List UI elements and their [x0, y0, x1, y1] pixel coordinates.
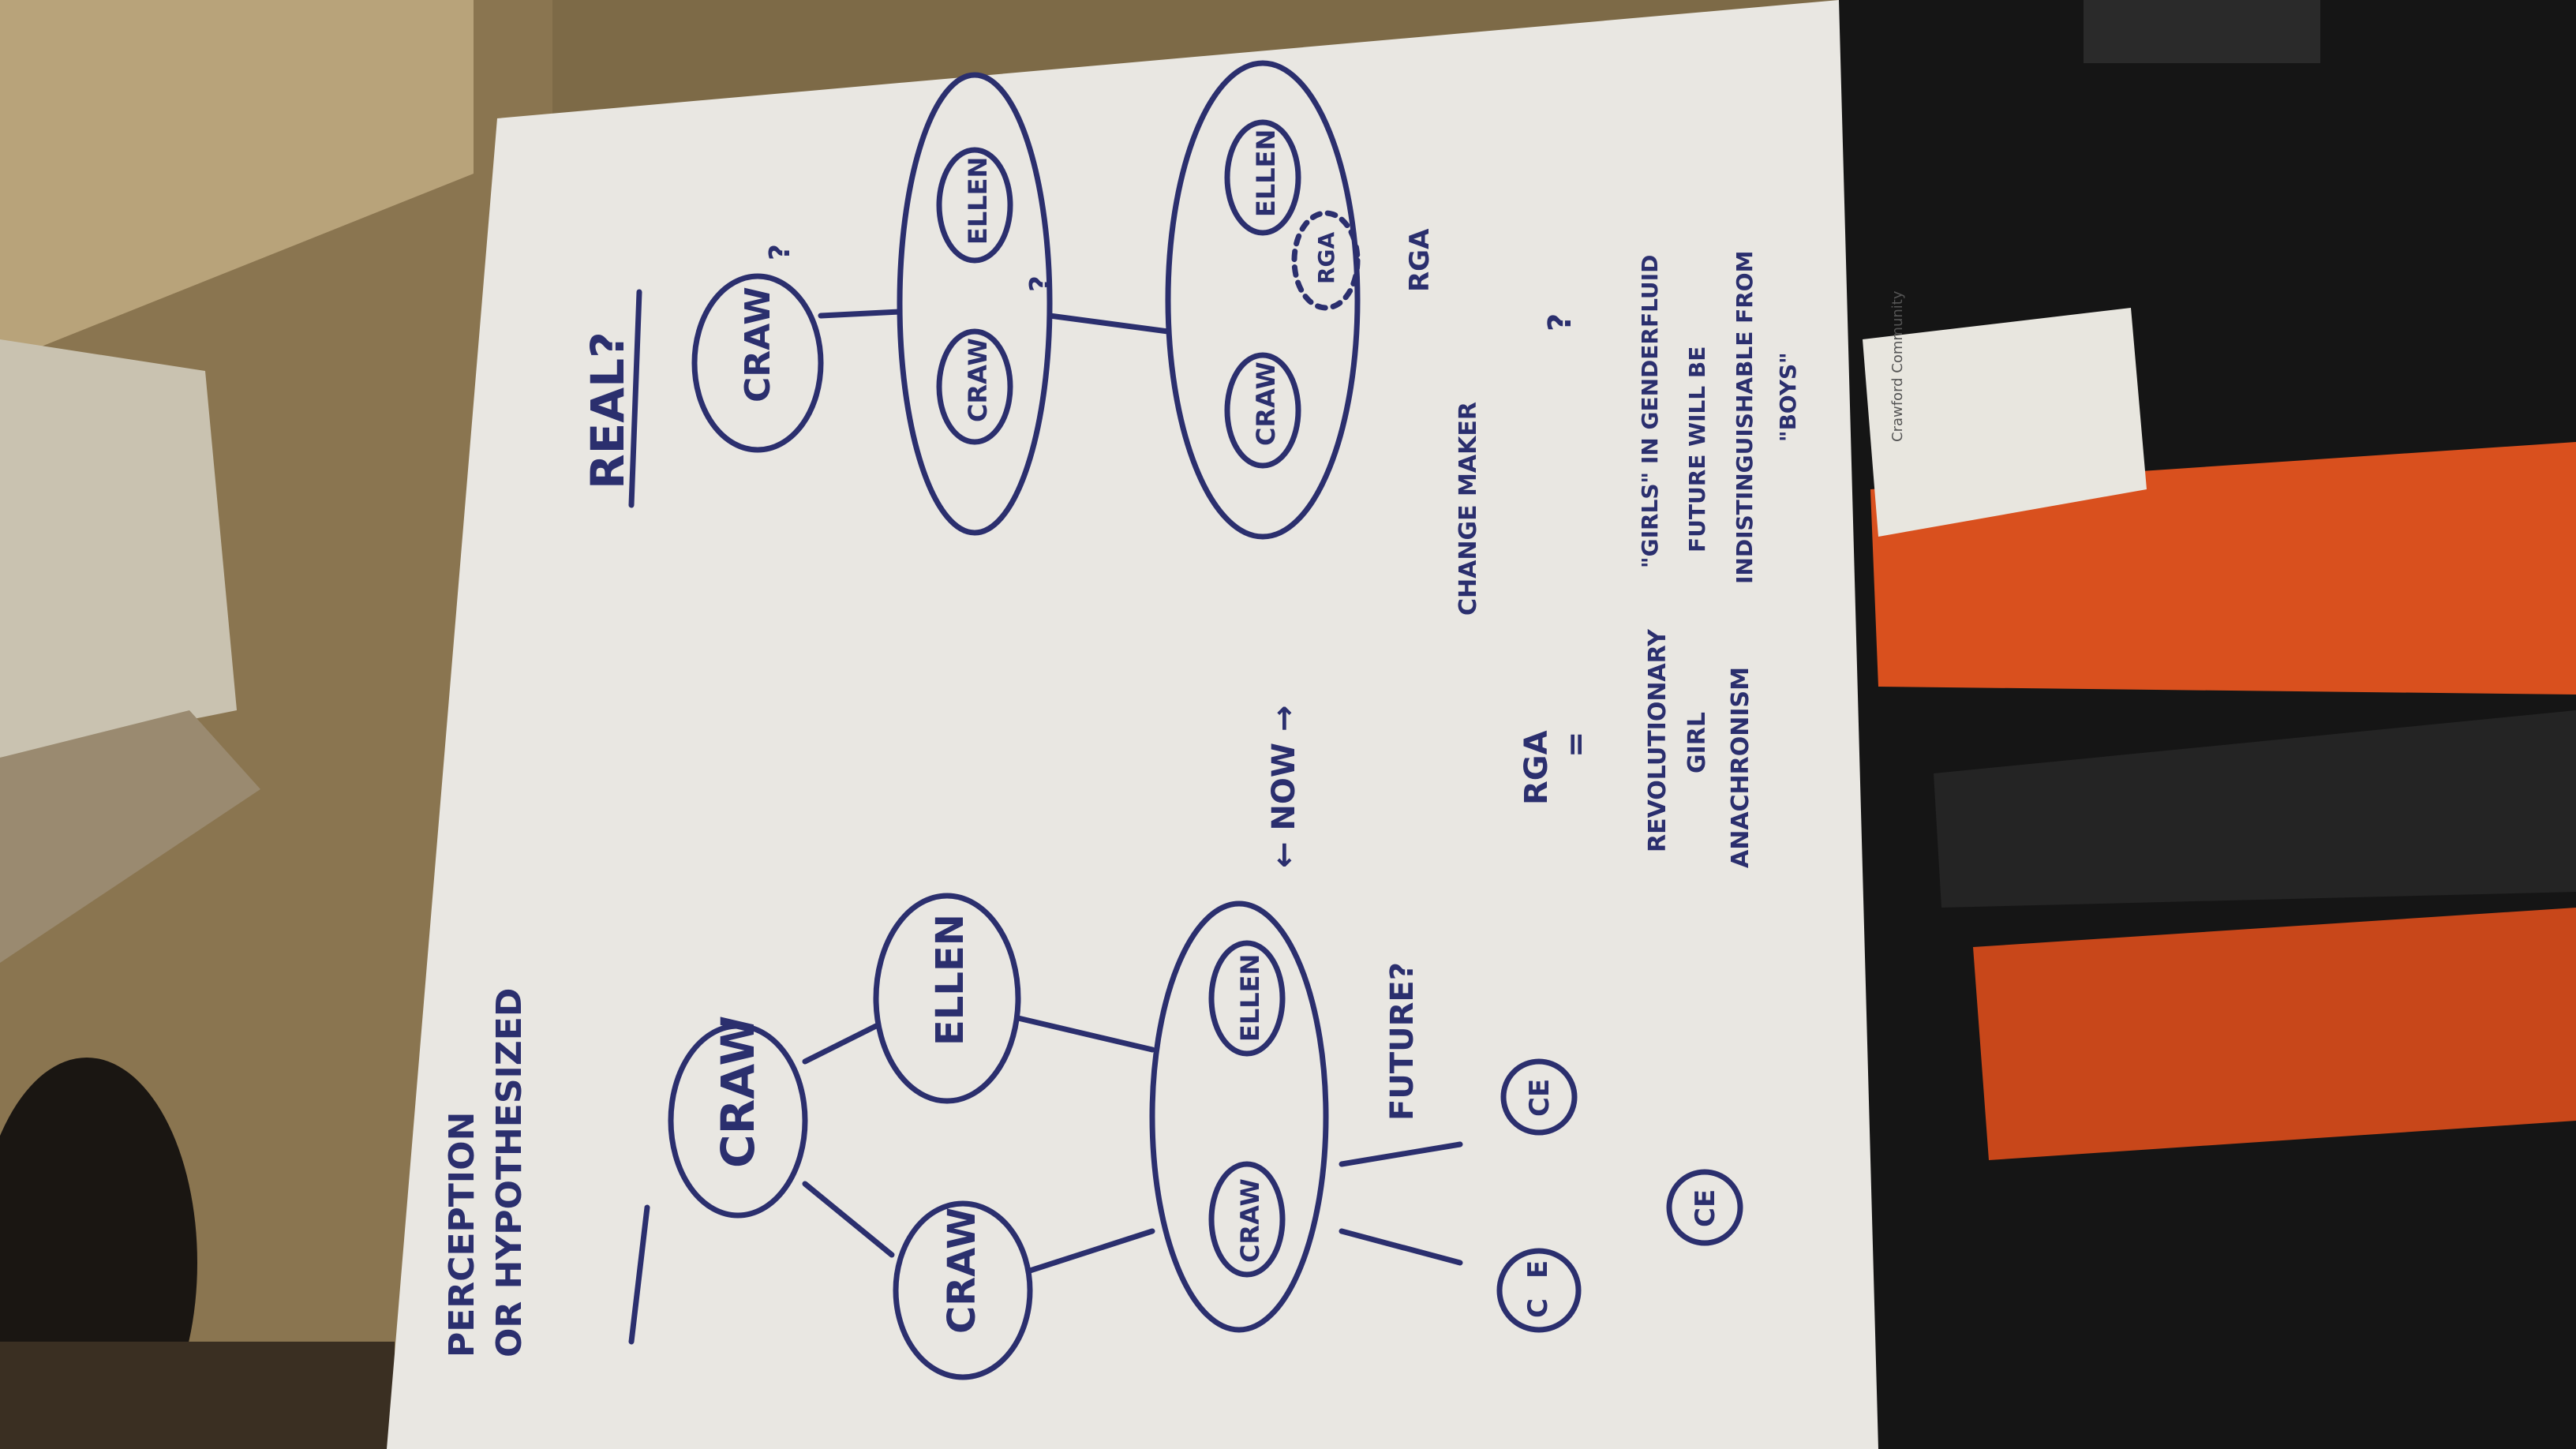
right-group2-b-label: ELLEN — [963, 157, 993, 245]
right-group2-a — [936, 328, 1013, 445]
right-node1 — [691, 273, 824, 453]
right-arrow-1 — [818, 309, 903, 319]
arrow-to-child-b — [802, 1023, 879, 1065]
left-child-a-label: CRAW — [940, 1208, 984, 1334]
left-child-b-node — [873, 893, 1021, 1104]
anachronism-label: ANACHRONISM — [1727, 667, 1754, 868]
right-q-mark: ? — [1542, 313, 1578, 331]
right-node1-q: ? — [764, 244, 796, 260]
pair1-circle — [1496, 1248, 1582, 1333]
bag-zipper-area — [1934, 710, 2576, 908]
right-rga-label: RGA — [1404, 228, 1436, 292]
arrow-b-to-merge — [1015, 1015, 1155, 1053]
future-arrow-2 — [1339, 1141, 1463, 1167]
white-object — [0, 339, 237, 758]
left-merged-a — [1208, 1161, 1286, 1278]
diagram-text: PERCEPTION OR HYPOTHESIZED REAL? CRAW CR… — [442, 129, 1801, 1357]
arrow-a-to-merge — [1027, 1228, 1155, 1274]
envelope-line1: Crawford Community — [1889, 290, 1906, 442]
pair3-circle — [1666, 1169, 1743, 1246]
orange-fabric-lower — [1973, 908, 2576, 1160]
right-group3 — [1165, 60, 1361, 540]
left-child-b-label: ELLEN — [928, 914, 972, 1046]
envelope: Crawford Community — [1863, 290, 2147, 537]
pair1-b-label: E — [1522, 1260, 1554, 1279]
note-line4: "BOYS" — [1775, 352, 1801, 442]
right-group3-a-label: CRAW — [1251, 361, 1281, 446]
right-group3-b-label: ELLEN — [1251, 129, 1281, 217]
title-left-line1: PERCEPTION — [442, 1112, 482, 1357]
pair2-label: CE — [1524, 1079, 1556, 1117]
real-underline — [628, 289, 642, 508]
left-top-node — [668, 1023, 808, 1219]
rga-legend-label: RGA — [1518, 730, 1555, 805]
right-group2-b — [936, 147, 1013, 264]
change-maker-label: CHANGE MAKER — [1455, 402, 1482, 616]
floor-shadow — [0, 1342, 395, 1449]
right-group3-a — [1224, 352, 1301, 469]
title-right: REAL? — [581, 331, 635, 489]
left-merged-a-label: CRAW — [1235, 1178, 1265, 1263]
left-top-node-label: CRAW — [711, 1016, 765, 1168]
object-shadow — [0, 710, 260, 963]
right-arrow-2 — [1046, 313, 1171, 335]
right-group3-b — [1224, 119, 1301, 236]
left-merged-b-label: ELLEN — [1235, 954, 1265, 1042]
girl-label: GIRL — [1683, 712, 1711, 773]
left-child-a-node — [893, 1200, 1033, 1380]
diagram-strokes — [628, 60, 1743, 1380]
title-underline — [628, 1204, 650, 1345]
note-line1: "GIRLS" IN GENDERFLUID — [1637, 255, 1663, 568]
box-top — [2084, 0, 2320, 63]
pair3-label: CE — [1690, 1189, 1721, 1227]
now-label: ← NOW → — [1266, 706, 1302, 868]
right-group2-a-label: CRAW — [963, 338, 993, 422]
future-label: FUTURE? — [1384, 962, 1421, 1121]
future-arrow-1 — [1339, 1228, 1463, 1266]
right-node1-label: CRAW — [738, 286, 778, 402]
note-line3: INDISTINGUISHABLE FROM — [1732, 251, 1758, 584]
right-group2 — [897, 72, 1053, 536]
right-rga-dashed — [1291, 210, 1361, 311]
pair1-a-label: C — [1522, 1298, 1554, 1318]
right-rga-dashed-label: RGA — [1313, 231, 1339, 284]
arrow-to-child-a — [802, 1181, 895, 1258]
revolutionary-label: REVOLUTIONARY — [1644, 628, 1672, 852]
left-merged-b — [1208, 940, 1286, 1057]
equals-label: = — [1558, 731, 1594, 758]
light-surface — [0, 0, 474, 363]
note-line2: FUTURE WILL BE — [1684, 346, 1710, 552]
left-merged-group — [1149, 900, 1329, 1333]
title-left-line2: OR HYPOTHESIZED — [489, 988, 530, 1357]
right-group2-q: ? — [1024, 275, 1057, 292]
pair2-circle — [1500, 1058, 1578, 1136]
